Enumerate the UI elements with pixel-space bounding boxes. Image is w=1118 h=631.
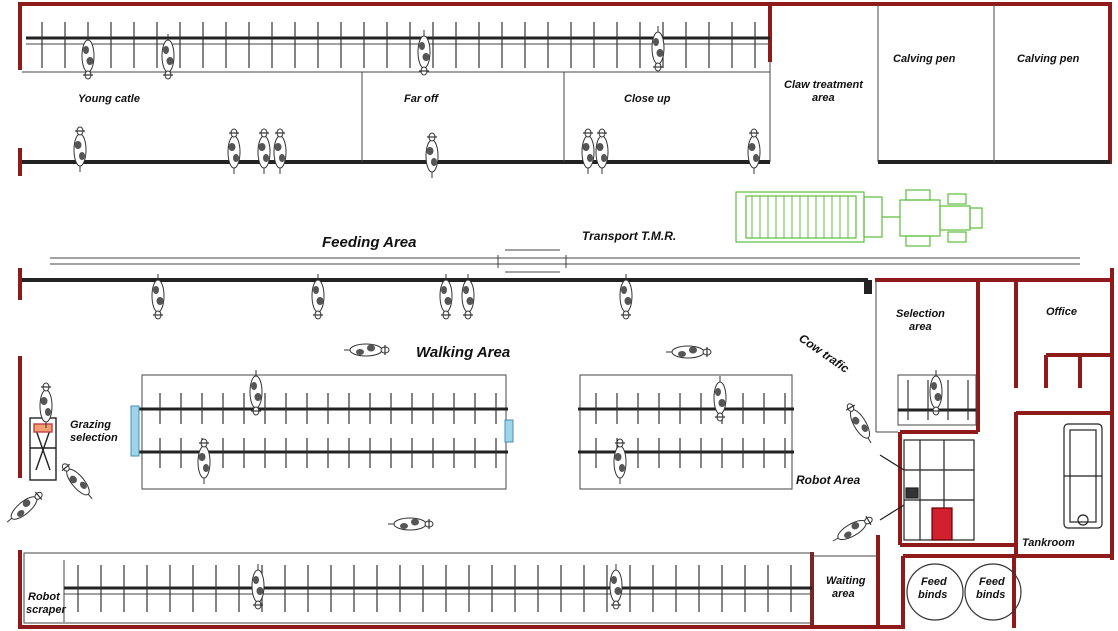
label-scraper: scraper (26, 604, 66, 616)
cow-icon (461, 274, 475, 320)
label-cow-traffic: Cow trafic (796, 331, 852, 376)
label-office: Office (1046, 306, 1077, 318)
area-labels: Young catle Far off Close up Claw treatm… (26, 53, 1080, 616)
label-feed-binds-2b: binds (976, 589, 1005, 601)
label-selection: selection (70, 432, 118, 444)
label-walking-area: Walking Area (416, 344, 510, 361)
label-grazing: Grazing (70, 419, 111, 431)
cow-icon (609, 564, 623, 610)
label-feed-binds-2a: Feed (979, 576, 1005, 588)
cow-icon (251, 564, 265, 610)
cow-icon (249, 370, 263, 416)
label-calving-pen-2: Calving pen (1017, 53, 1080, 65)
cow-icon (595, 128, 609, 174)
label-far-off: Far off (404, 93, 439, 105)
label-selection-area: Selection (896, 308, 945, 320)
cow-icon (6, 491, 43, 523)
cow-icon (929, 370, 943, 416)
label-claw-treatment-area: area (812, 92, 835, 104)
cow-icon (666, 345, 712, 359)
cow-icon (747, 128, 761, 174)
cow-icon (344, 343, 390, 357)
cow-icon (832, 515, 873, 542)
cow-icon (581, 128, 595, 174)
cow-icon (61, 463, 93, 500)
top-cubicle-row (41, 22, 756, 68)
cow-icon (73, 126, 87, 172)
cow-icon (388, 517, 434, 531)
milk-tank (1063, 423, 1103, 529)
cow-icon (273, 128, 287, 174)
cow-icon (613, 438, 627, 484)
cow-icon (439, 274, 453, 320)
cow-icon (417, 30, 431, 76)
cow-icon (151, 274, 165, 320)
milking-robot (879, 439, 975, 541)
cows (6, 26, 943, 610)
label-tankroom: Tankroom (1022, 537, 1075, 549)
cow-icon (197, 438, 211, 484)
label-selection-area-2: area (909, 321, 932, 333)
label-robot: Robot (28, 591, 61, 603)
cow-icon (713, 376, 727, 422)
cow-icon (311, 274, 325, 320)
cow-icon (425, 132, 439, 178)
label-close-up: Close up (624, 93, 671, 105)
label-feed-binds-1a: Feed (921, 576, 947, 588)
cow-icon (227, 128, 241, 174)
cow-icon (81, 34, 95, 80)
tmr-tractor (735, 189, 983, 247)
label-feed-binds-1b: binds (918, 589, 947, 601)
label-claw-treatment: Claw treatment (784, 79, 864, 91)
label-waiting: Waiting (826, 575, 866, 587)
grazing-selection-gate (29, 417, 57, 481)
feeding-alley (22, 249, 1080, 294)
cow-icon (845, 403, 872, 444)
cow-icon (39, 382, 53, 428)
label-transport-tmr: Transport T.M.R. (582, 229, 676, 243)
label-calving-pen-1: Calving pen (893, 53, 956, 65)
top-barn-structure (22, 4, 1110, 164)
feed-bins (906, 563, 1022, 621)
cow-icon (161, 34, 175, 80)
cow-icon (257, 128, 271, 174)
label-feeding-area: Feeding Area (322, 234, 416, 251)
label-waiting-area: area (832, 588, 855, 600)
outer-walls (18, 2, 1114, 629)
cow-icon (619, 274, 633, 320)
label-robot-area: Robot Area (796, 473, 861, 487)
cow-icon (651, 26, 665, 72)
label-young-cattle: Young catle (78, 93, 140, 105)
